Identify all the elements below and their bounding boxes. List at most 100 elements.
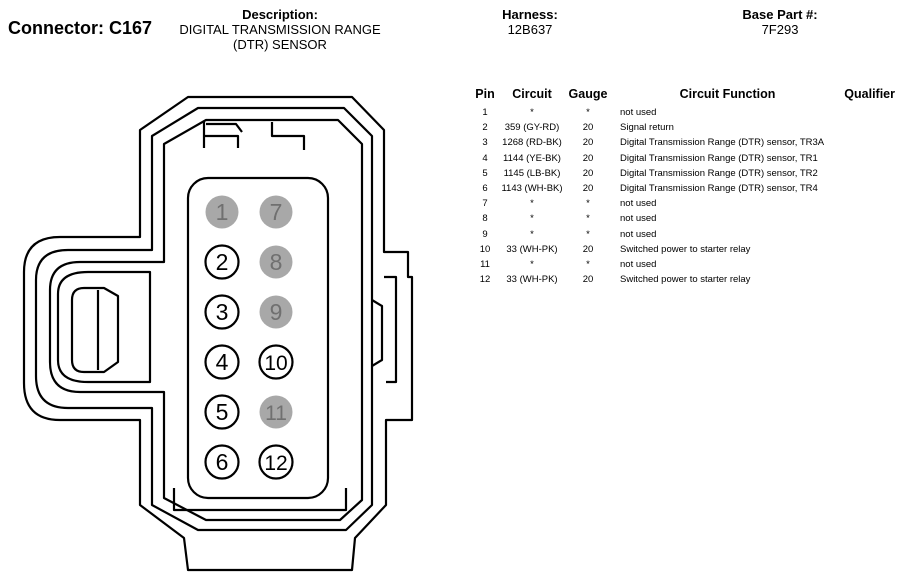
- gauge-cell: *: [586, 107, 590, 119]
- pinout-table: Pin Circuit Gauge Circuit Function Quali…: [470, 86, 895, 287]
- pin-4-circle: [204, 344, 240, 380]
- function-cell: Digital Transmission Range (DTR) sensor,…: [620, 183, 818, 195]
- pin-3-label: 3: [216, 299, 229, 325]
- right-key: [371, 299, 384, 367]
- harness-value: 12B637: [507, 22, 553, 37]
- pin-11-label: 11: [265, 402, 287, 425]
- pin-cavity: [186, 176, 330, 500]
- pin-cell: 3: [482, 137, 488, 149]
- latch-tab: [70, 286, 120, 374]
- table-row: 8**not used: [470, 211, 895, 226]
- table-row: 6 1143 (WH-BK) 20 Digital Transmission Rang…: [470, 181, 895, 196]
- col-header-circuit: Circuit: [512, 87, 552, 101]
- pin-4-label: 4: [216, 349, 229, 375]
- description-line-2: (DTR) SENSOR: [233, 37, 327, 52]
- circuit-cell: 359 (GY-RD): [504, 122, 560, 134]
- circuit-cell: 33 (WH-PK): [506, 274, 558, 286]
- description-block: Description: DIGITAL TRANSMISSION RANGE …: [170, 7, 390, 52]
- description-label: Description:: [242, 7, 318, 22]
- housing-outline-3: [48, 118, 364, 522]
- pin-cell: 11: [480, 258, 490, 270]
- function-cell: not used: [620, 228, 657, 240]
- col-header-pin: Pin: [475, 87, 495, 101]
- pin-9-circle: [259, 295, 293, 329]
- gauge-cell: *: [586, 258, 590, 270]
- pin-cell: 5: [482, 167, 488, 179]
- gauge-cell: 20: [582, 183, 594, 195]
- qualifier-cell: [835, 257, 895, 272]
- pin-12-label: 12: [264, 452, 287, 475]
- function-cell: Switched power to starter relay: [620, 274, 751, 286]
- circuit-cell: 33 (WH-PK): [506, 243, 558, 255]
- pin-10-circle: [258, 344, 294, 380]
- table-row: 7 * * not used: [470, 196, 895, 211]
- pin-7-label: 7: [270, 199, 283, 225]
- qualifier-cell: [835, 181, 895, 196]
- table-row: 1 * * not used: [470, 105, 895, 120]
- gauge-cell: 20: [582, 167, 594, 179]
- gauge-cell: *: [586, 228, 590, 240]
- gauge-cell: 20: [582, 243, 594, 255]
- circuit-cell: *: [530, 258, 534, 270]
- gauge-cell: 20: [582, 274, 594, 286]
- pin-cell: 6: [482, 183, 488, 195]
- col-header-gauge: Gauge: [568, 87, 608, 101]
- circuit-cell: 1143 (WH-BK): [501, 183, 563, 195]
- pin-2-label: 2: [216, 249, 229, 275]
- pin-cell: 10: [479, 243, 491, 255]
- pin-5-circle: [204, 394, 240, 430]
- pin-cell: 7: [482, 198, 488, 210]
- qualifier-cell: [835, 166, 895, 181]
- right-key-outline: [384, 275, 398, 384]
- pin-cell: 2: [482, 122, 488, 134]
- circuit-cell: *: [530, 107, 534, 119]
- function-cell: not used: [620, 198, 657, 210]
- qualifier-cell: [835, 135, 895, 150]
- table-row: 11 * * not used: [470, 257, 895, 272]
- pin-8-circle: [259, 245, 293, 279]
- circuit-cell: 1268 (RD-BK): [502, 137, 562, 149]
- gauge-cell: *: [586, 198, 590, 210]
- circuit-cell: *: [530, 198, 534, 210]
- pin-9-label: 9: [270, 299, 283, 325]
- housing-outline-2: [34, 106, 374, 532]
- col-header-qualifier: Qualifier: [844, 87, 895, 101]
- qualifier-cell: [835, 227, 895, 242]
- latch-outline: [56, 270, 152, 384]
- qualifier-cell: [835, 120, 895, 135]
- pin-10-label: 10: [264, 352, 287, 375]
- function-cell: Digital Transmission Range (DTR) sensor,…: [620, 137, 825, 149]
- function-cell: not used: [620, 107, 657, 119]
- function-cell: not used: [620, 213, 657, 225]
- top-notch: [202, 122, 306, 150]
- pin-7-circle: [259, 195, 293, 229]
- pin-12-circle: [258, 444, 294, 480]
- pin-6-label: 6: [216, 449, 229, 475]
- circuit-cell: *: [530, 228, 534, 240]
- base-part-value: 7F293: [761, 22, 799, 37]
- table-row: 9**not used: [470, 227, 895, 242]
- pin-2-circle: [204, 244, 240, 280]
- circuit-cell: 1145 (LB-BK): [503, 167, 561, 179]
- circuit-cell: *: [530, 213, 534, 225]
- top-notch-lip: [206, 122, 243, 133]
- harness-label: Harness:: [502, 7, 558, 22]
- description-line-1: DIGITAL TRANSMISSION RANGE: [179, 22, 381, 37]
- pin-cell: 1: [482, 107, 488, 119]
- pin-6-circle: [204, 444, 240, 480]
- qualifier-cell: [835, 211, 895, 226]
- qualifier-cell: [835, 151, 895, 166]
- base-part-label: Base Part #:: [742, 7, 818, 22]
- qualifier-cell: [835, 196, 895, 211]
- function-cell: not used: [620, 258, 657, 270]
- function-cell: Digital Transmission Range (DTR) sensor,…: [620, 152, 818, 164]
